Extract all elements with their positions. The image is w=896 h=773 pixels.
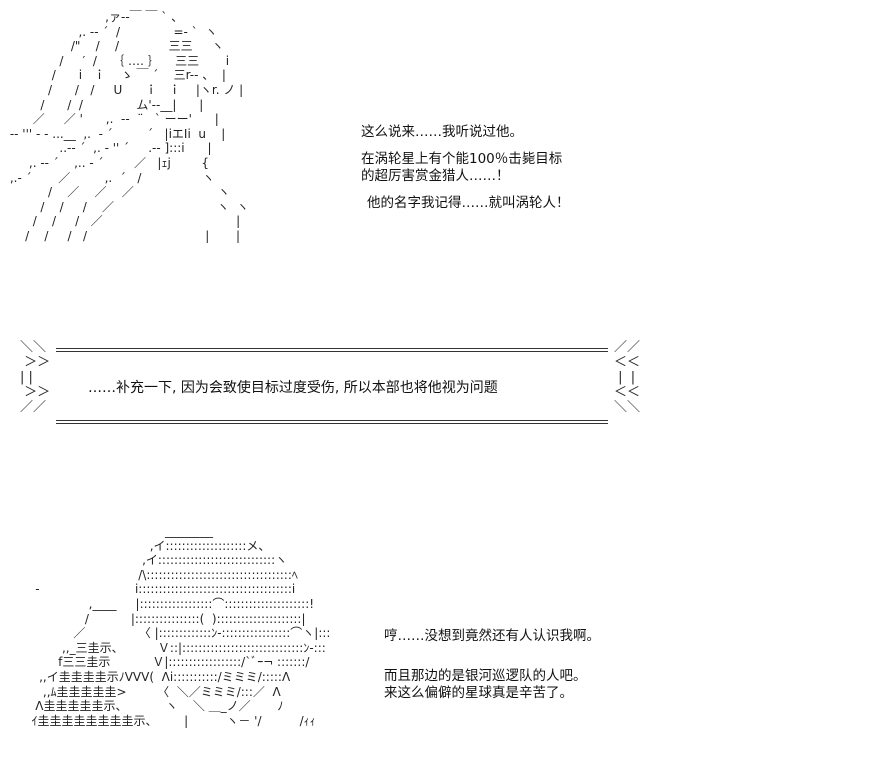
narration-banner: ＼＼ ＞＞ | | ＞＞ ／／ ／／ ＜＜ | | ＜＜ ＼＼ ……补充一下, …: [20, 340, 640, 430]
dialogue-line: 在涡轮星上有个能100％击毙目标: [361, 150, 563, 167]
dialogue-line: 哼……没想到竟然还有人认识我啊。: [384, 628, 600, 644]
banner-top-rule: [56, 348, 608, 352]
bottom-dialogue: 哼……没想到竟然还有人认识我啊。 而且那边的是银河巡逻队的人吧。 来这么偏僻的星…: [384, 628, 600, 703]
dialogue-line: 的超厉害赏金猎人……！: [361, 168, 510, 184]
banner-bottom-rule: [56, 420, 608, 424]
banner-left-bracket: ＼＼ ＞＞ | | ＞＞ ／／: [20, 340, 51, 415]
dialogue-line: 而且那边的是银河巡逻队的人吧。: [384, 667, 587, 684]
dialogue-line: 来这么偏僻的星球真是辛苦了。: [384, 685, 573, 701]
bottom-character-art: ________ ,イ::::::::::::::::::::メ、 ,イ::::…: [31, 524, 331, 728]
dialogue-line: 这么说来……我听说过他。: [361, 124, 523, 140]
top-dialogue: 这么说来……我听说过他。 在涡轮星上有个能100％击毙目标 的超厉害赏金猎人………: [361, 124, 570, 212]
banner-text: ……补充一下, 因为会致使目标过度受伤, 所以本部也将他视为问题: [88, 380, 498, 396]
dialogue-line: 他的名字我记得……就叫涡轮人！: [367, 194, 570, 211]
top-character-art: ,ァ-‐￣ ￣ ` 、 ,. -‐ ´ / =- ` ヽ /" / / 三三 ヽ…: [9, 10, 249, 243]
banner-right-bracket: ／／ ＜＜ | | ＜＜ ＼＼: [613, 340, 640, 415]
